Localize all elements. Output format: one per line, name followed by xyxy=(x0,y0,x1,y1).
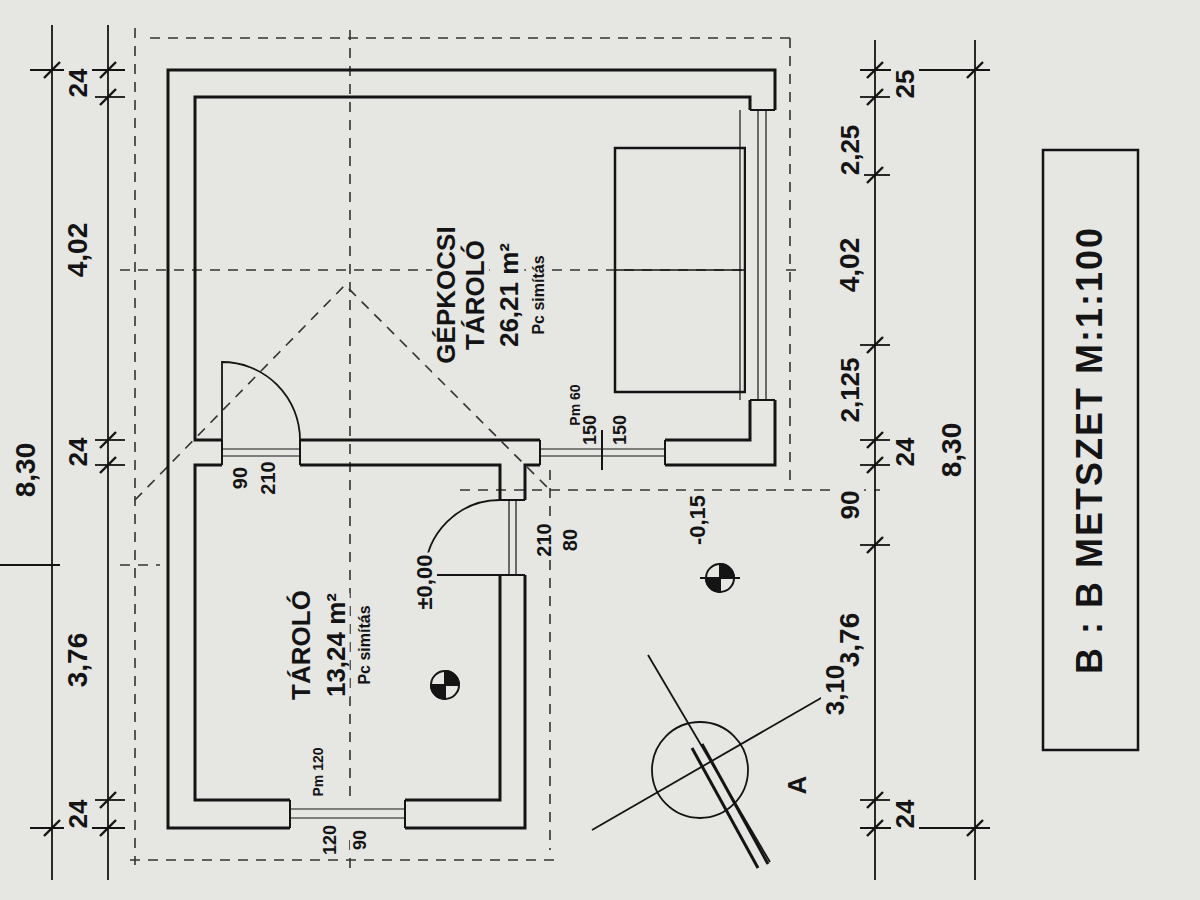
dimension-label: 210 xyxy=(257,459,279,496)
dimension-label: 8,30 xyxy=(937,421,967,480)
dimension-label: 3,76 xyxy=(63,631,93,690)
dimension-label: 24 xyxy=(891,436,919,469)
dimension-label: 24 xyxy=(891,798,919,831)
dimension-label: 150 xyxy=(610,413,630,447)
dimension-label: 210 xyxy=(533,521,555,558)
dimension-label: 2,25 xyxy=(836,123,864,178)
room-name: TÁROLÓ xyxy=(286,565,315,726)
dimension-label: 4,02 xyxy=(835,236,865,295)
room-area: TÁROLÓ13,24 m² Pc simítás xyxy=(262,510,397,780)
room-text-group: GÉPKOCSI TÁROLÓ26,21 m² Pc simítás xyxy=(432,180,547,410)
dimension-label: 3,76 xyxy=(835,611,865,670)
dimension-label: -0,15 xyxy=(686,493,710,547)
dimension-label: A xyxy=(783,774,811,797)
dimension-label: 24 xyxy=(64,798,92,831)
dimension-label: 90 xyxy=(350,828,370,852)
dimension-label: 2,125 xyxy=(836,355,864,424)
room-area: GÉPKOCSI TÁROLÓ26,21 m² Pc simítás xyxy=(395,160,585,430)
dimension-label: 24 xyxy=(64,436,92,469)
plan-title: B : B METSZET M:1:100 xyxy=(1069,226,1111,674)
dimension-label: 90 xyxy=(229,465,251,491)
room-name: GÉPKOCSI TÁROLÓ xyxy=(432,215,489,376)
dimension-label: 120 xyxy=(320,823,340,857)
room-text-group: TÁROLÓ13,24 m² Pc simítás xyxy=(286,545,373,745)
floor-finish: Pc simítás xyxy=(530,255,548,334)
dimension-label: Pm 120 xyxy=(310,745,326,798)
floor-finish: Pc simítás xyxy=(355,605,373,684)
dimension-label: 8,30 xyxy=(11,441,41,500)
room-area-value: 26,21 m² xyxy=(496,243,525,347)
dimension-label: 90 xyxy=(836,489,864,522)
room-area-value: 13,24 m² xyxy=(321,593,350,697)
dimension-label: 4,02 xyxy=(63,221,93,280)
dimension-label: 3,10 xyxy=(821,663,849,718)
dimension-label: 25 xyxy=(891,68,919,101)
dimension-label: 80 xyxy=(559,527,581,553)
dimension-label: 150 xyxy=(580,413,600,447)
dimension-label: 24 xyxy=(64,67,92,100)
dimension-label: ±0,00 xyxy=(413,553,437,612)
